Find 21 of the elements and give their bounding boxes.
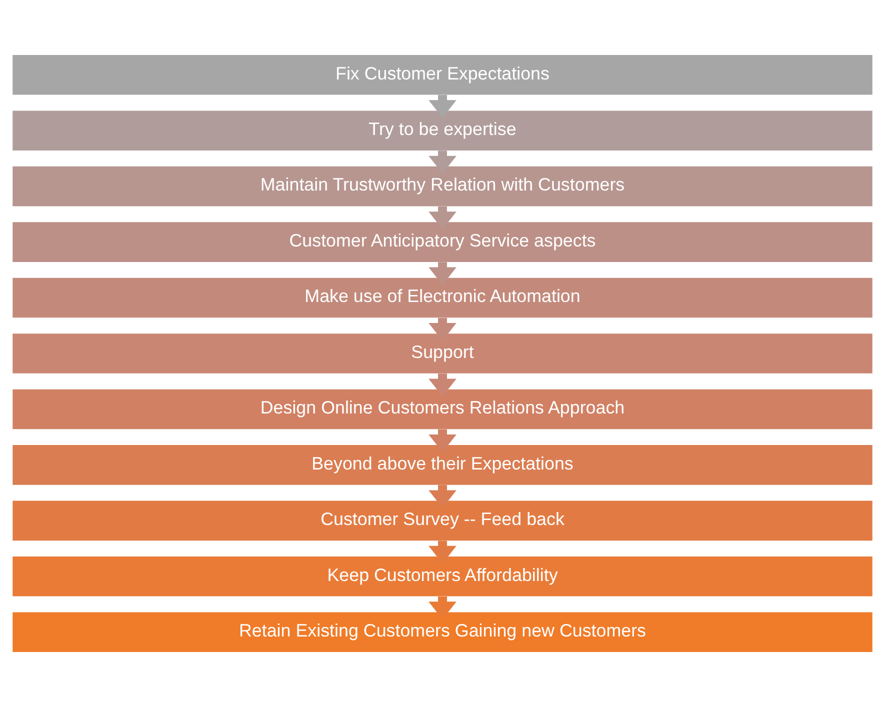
arrow (428, 94, 456, 118)
node-box: Customer Survey -- Feed back (12, 500, 872, 540)
arrow (428, 317, 456, 340)
arrow (428, 428, 456, 452)
arrow (428, 262, 456, 284)
arrow (428, 540, 456, 564)
node-box: Maintain Trustworthy Relation with Customers (12, 166, 872, 206)
node-box: Retain Existing Customers Gaining new Customers (12, 612, 872, 652)
node-box: Design Online Customers Relations Approach (12, 388, 872, 429)
arrow (428, 373, 456, 396)
arrow (428, 150, 456, 174)
arrow (428, 206, 456, 229)
node-box: Fix Customer Expectations (12, 54, 872, 94)
node-box: Keep Customers Affordability (12, 556, 872, 596)
node-box: Customer Anticipatory Service aspects (12, 222, 872, 262)
node-box: Try to be expertise (12, 110, 872, 150)
node-box: Beyond above their Expectations (12, 444, 872, 484)
arrow (428, 596, 456, 619)
node-box: Support (12, 333, 872, 373)
arrow (428, 484, 456, 508)
node-box: Make use of Electronic Automation (12, 277, 872, 318)
